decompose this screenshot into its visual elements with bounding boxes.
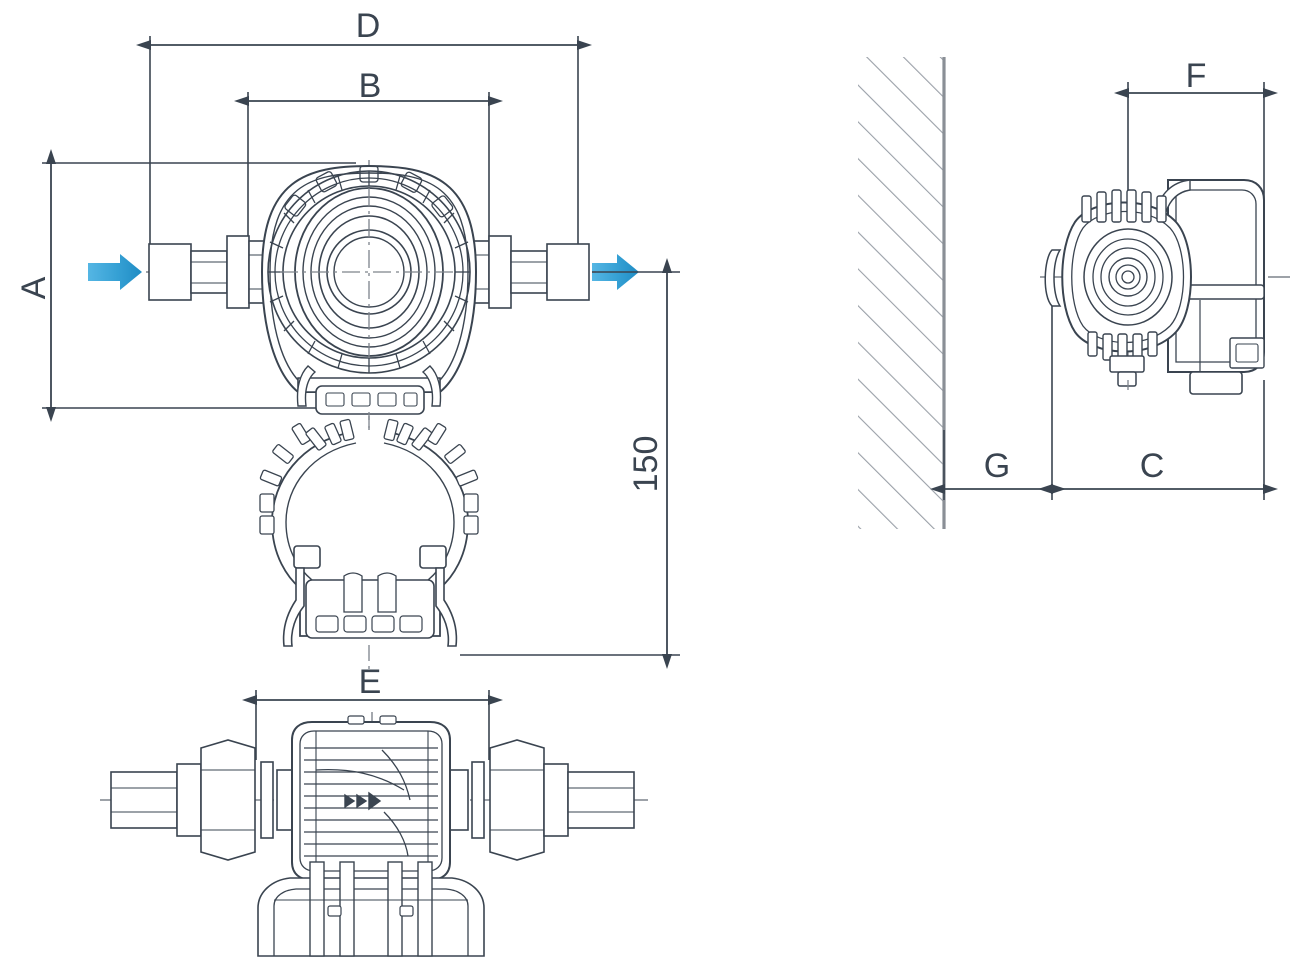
top-view-motor-body xyxy=(291,715,451,881)
dimension-F-label: F xyxy=(1186,57,1207,95)
inlet-flow-arrow xyxy=(88,254,142,290)
dimension-A-label: A xyxy=(15,276,53,299)
dimension-C-label: C xyxy=(1140,447,1165,485)
hatched-wall xyxy=(858,57,946,529)
side-view-flange-lug xyxy=(1044,249,1062,307)
side-view-with-wall: F G C xyxy=(858,57,1290,529)
dimension-A: A xyxy=(15,149,56,422)
dimension-G: G xyxy=(930,447,1066,494)
front-view: D B A xyxy=(15,7,639,430)
dimension-B: B xyxy=(234,67,503,106)
bracket-teeth xyxy=(259,418,479,535)
dimension-C: C xyxy=(1038,447,1278,494)
side-view-pump-housing xyxy=(1044,189,1192,392)
dimension-D: D xyxy=(136,7,592,50)
top-view-mounting-base xyxy=(257,861,485,957)
outlet-pipe-assembly xyxy=(458,235,590,309)
dimension-E-label: E xyxy=(359,663,382,701)
dimension-G-label: G xyxy=(984,447,1010,485)
dimension-F: F xyxy=(1114,57,1278,98)
pump-face-centerline xyxy=(280,188,458,358)
flow-direction-marks xyxy=(344,791,382,811)
dimension-B-label: B xyxy=(359,67,382,105)
side-view-bleed-screw xyxy=(1109,355,1145,387)
mounting-bracket-detail xyxy=(259,412,479,672)
dimension-E: E xyxy=(242,663,503,705)
bracket-legs xyxy=(282,545,458,647)
side-view-cooling-fins xyxy=(1081,189,1167,223)
top-view: E xyxy=(100,663,648,957)
side-view-face-rings xyxy=(1083,228,1173,326)
impeller-sweep-lines xyxy=(315,749,411,857)
dimension-D-label: D xyxy=(356,7,381,45)
side-view-F-extension-lines xyxy=(1127,82,1265,200)
dimension-150-clearance: 150 xyxy=(460,258,680,669)
top-view-inlet-pipe xyxy=(110,739,316,861)
pump-mounting-foot xyxy=(296,365,442,415)
dimension-150-label: 150 xyxy=(627,436,665,493)
